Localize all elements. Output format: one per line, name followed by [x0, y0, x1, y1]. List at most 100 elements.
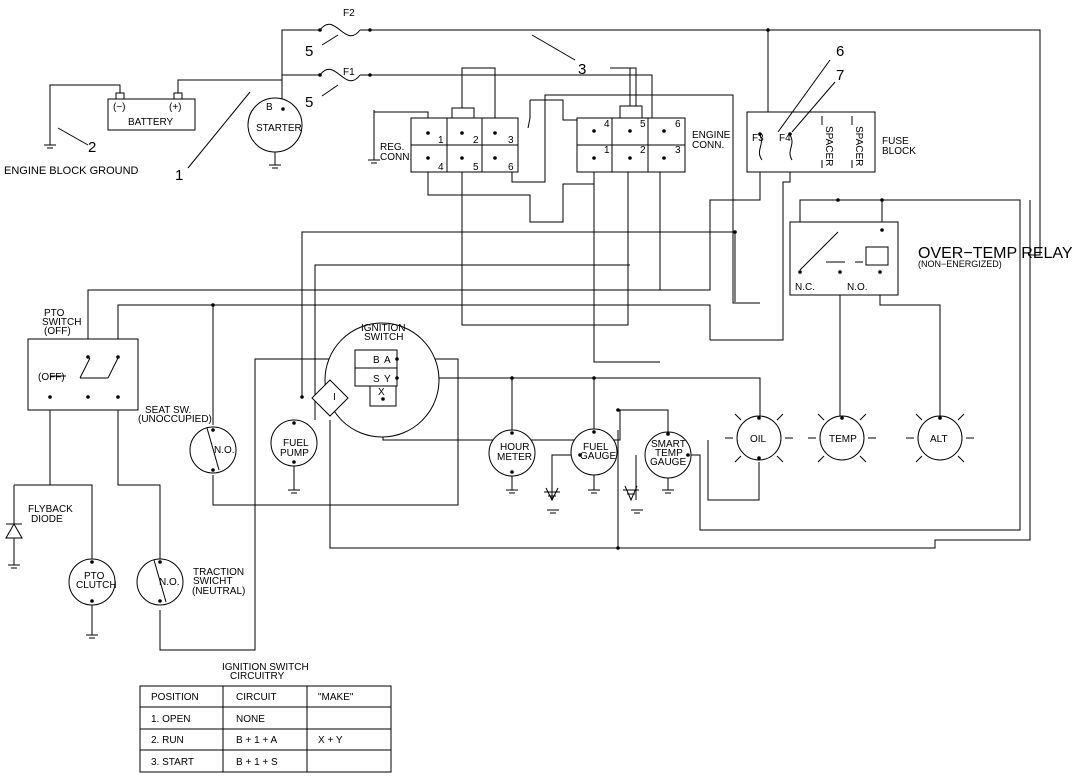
- fuse-block-label-2: BLOCK: [882, 146, 916, 157]
- fuse-block-label-1: FUSE: [882, 136, 909, 147]
- f3-label: F3: [752, 133, 764, 144]
- engine-block-ground-label: ENGINE BLOCK GROUND: [4, 165, 139, 177]
- ign-x-label: X: [378, 387, 385, 398]
- hour-meter-label-2: METER: [497, 452, 532, 463]
- battery-neg-label: (−): [113, 102, 126, 113]
- table-header-position: POSITION: [151, 692, 199, 703]
- seat-sw-label-1: SEAT SW.: [145, 405, 191, 416]
- ign-s-label: S: [373, 374, 380, 385]
- seat-no-label: N.O.: [214, 445, 235, 456]
- traction-switch: N.O.: [136, 558, 184, 606]
- traction-label-3: (NEUTRAL): [192, 586, 245, 597]
- table-cell-r2c3: X + Y: [318, 735, 343, 746]
- pto-clutch-label-1: PTO: [84, 571, 105, 582]
- smart-gauge-label-2: TEMP: [655, 448, 683, 459]
- reg-conn-label-1: REG.: [380, 142, 404, 153]
- pto-switch: (OFF): [27, 338, 139, 411]
- wires: [13, 23, 1041, 651]
- eng-pin-6: 6: [675, 119, 681, 130]
- fuel-pump-label-2: PUMP: [280, 448, 309, 459]
- table-cell-r1c1: 1. OPEN: [151, 714, 190, 725]
- traction-label-1: TRACTION: [193, 567, 244, 578]
- fuse-block: F3 F4 SPACER SPACER: [746, 111, 876, 173]
- oil-label: OIL: [750, 434, 767, 445]
- reg-connector: 1 2 3 4 5 6: [410, 107, 519, 173]
- reg-pin-5: 5: [473, 162, 479, 173]
- reg-pin-3: 3: [508, 135, 514, 146]
- eng-pin-2: 2: [640, 145, 646, 156]
- callout-3: 3: [578, 61, 586, 78]
- table-title-2: CIRCUITRY: [230, 671, 285, 682]
- temp-lamp: TEMP: [808, 413, 876, 463]
- pto-switch-label-3: (OFF): [44, 326, 71, 337]
- ign-i-label: I: [333, 392, 336, 403]
- reg-pin-2: 2: [473, 135, 479, 146]
- table-cell-r3c1: 3. START: [151, 757, 194, 768]
- non-energized-label: (NON−ENERGIZED): [918, 259, 1002, 269]
- seat-switch: N.O.: [189, 426, 237, 474]
- reg-pin-4: 4: [438, 162, 444, 173]
- over-temp-relay-label: OVER−TEMP RELAY: [918, 245, 1073, 262]
- oil-lamp: OIL: [725, 413, 793, 463]
- eng-pin-4: 4: [604, 119, 610, 130]
- ign-y-label: Y: [384, 374, 391, 385]
- callout-7: 7: [836, 67, 844, 84]
- spacer-label-1: SPACER: [823, 126, 834, 166]
- pto-switch-label-2: SWITCH: [42, 317, 81, 328]
- over-temp-relay: N.C. N.O.: [789, 221, 899, 296]
- temp-label: TEMP: [829, 434, 857, 445]
- seat-sw-label-2: (UNOCCUPIED): [138, 414, 212, 425]
- fuel-gauge-label-1: FUEL: [583, 442, 609, 453]
- alt-label: ALT: [930, 434, 948, 445]
- pto-off-label: (OFF): [38, 372, 65, 383]
- pto-clutch: PTO CLUTCH: [68, 558, 117, 606]
- table-cell-r2c2: B + 1 + A: [236, 735, 277, 746]
- traction-label-2: SWICHT: [193, 576, 232, 587]
- engine-conn-label-1: ENGINE: [692, 130, 731, 141]
- table-header-circuit: CIRCUIT: [236, 692, 277, 703]
- smart-gauge-label-1: SMART: [651, 439, 686, 450]
- ignition-label-1: IGNITION: [361, 323, 405, 334]
- ignition-circuitry-table: POSITION CIRCUIT "MAKE" 1. OPEN NONE 2. …: [139, 685, 392, 773]
- fuel-gauge: FUEL GAUGE: [570, 428, 618, 476]
- flyback-label-1: FLYBACK: [28, 504, 73, 515]
- table-title-1: IGNITION SWITCH: [222, 662, 309, 673]
- fuel-pump: FUEL PUMP: [270, 419, 318, 467]
- f2-label: F2: [343, 8, 355, 19]
- starter-label: STARTER: [256, 123, 302, 134]
- relay-nc-label: N.C.: [795, 282, 815, 293]
- eng-pin-1: 1: [604, 145, 610, 156]
- battery-label: BATTERY: [128, 117, 174, 128]
- table-cell-r2c1: 2. RUN: [151, 735, 184, 746]
- f1-label: F1: [343, 67, 355, 78]
- fuel-pump-label-1: FUEL: [283, 438, 309, 449]
- hour-meter-label-1: HOUR: [500, 442, 529, 453]
- eng-pin-3: 3: [675, 145, 681, 156]
- pto-clutch-label-2: CLUTCH: [76, 580, 117, 591]
- traction-no-label: N.O.: [159, 577, 180, 588]
- starter-b-label: B: [266, 102, 273, 113]
- spacer-label-2: SPACER: [853, 126, 864, 166]
- smart-temp-gauge: SMART TEMP GAUGE: [644, 431, 692, 479]
- callout-1: 1: [175, 167, 183, 184]
- starter: B STARTER: [247, 97, 303, 153]
- alt-lamp: ALT: [906, 413, 974, 463]
- callout-leaders: [57, 34, 836, 169]
- fuel-gauge-label-2: GAUGE: [580, 451, 616, 462]
- flyback-label-2: DIODE: [31, 514, 63, 525]
- table-cell-r1c2: NONE: [236, 714, 265, 725]
- callout-5-f2: 5: [305, 43, 313, 60]
- battery: (−) (+) BATTERY: [107, 92, 196, 131]
- callout-5-f1: 5: [305, 94, 313, 111]
- pto-switch-label-1: PTO: [44, 308, 65, 319]
- ignition-switch: B A S Y X I IGNITION SWITCH: [311, 322, 440, 438]
- junction-dots: [211, 28, 884, 550]
- f4-label: F4: [779, 133, 791, 144]
- battery-pos-label: (+): [169, 102, 182, 113]
- ign-a-label: A: [384, 355, 391, 366]
- reg-conn-label-2: CONN.: [380, 152, 412, 163]
- callout-6: 6: [836, 43, 844, 60]
- eng-pin-5: 5: [640, 119, 646, 130]
- ign-b-label: B: [373, 355, 380, 366]
